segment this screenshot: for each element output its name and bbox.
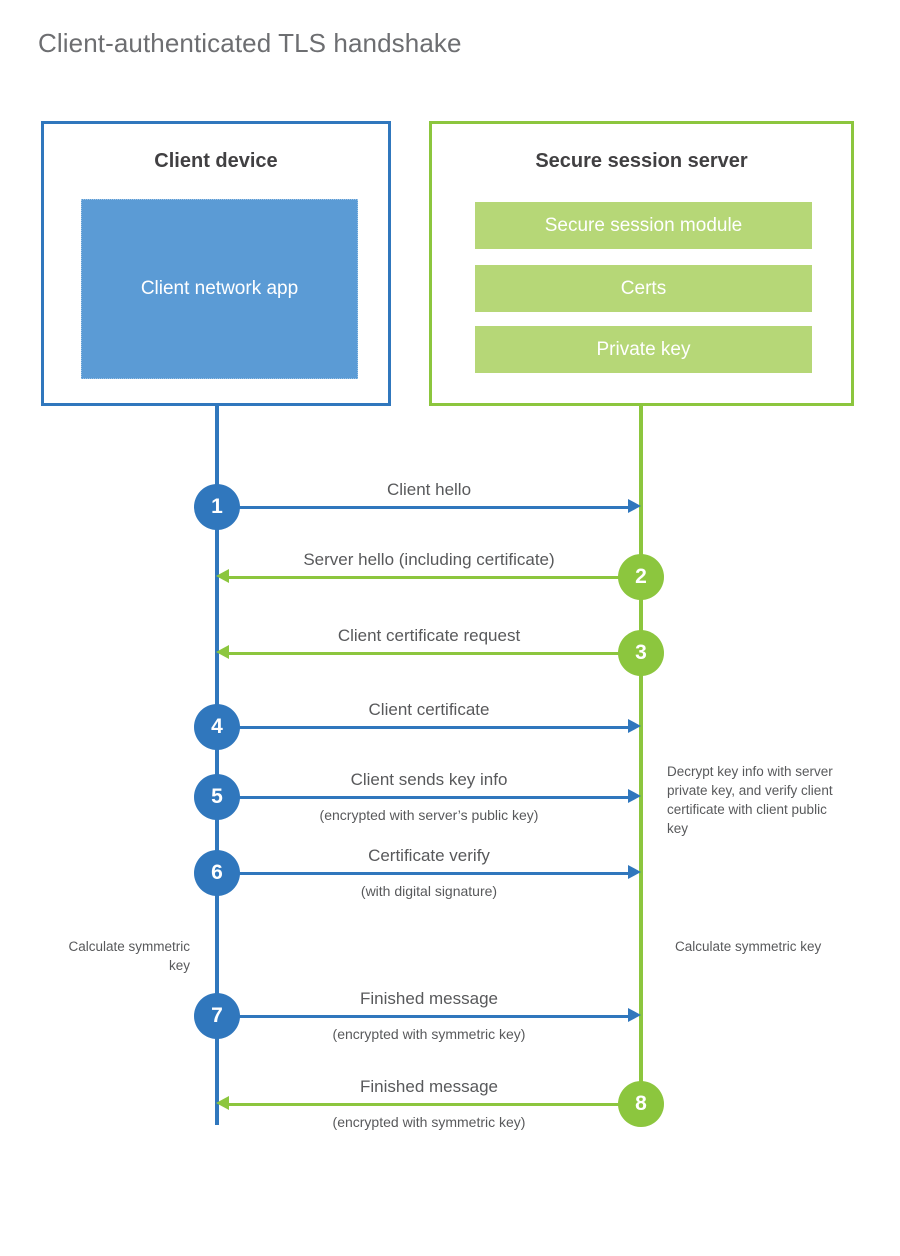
message-label-8: Finished message <box>360 1077 498 1096</box>
message-sublabel-7: (encrypted with symmetric key) <box>332 1026 526 1042</box>
message-arrow-3 <box>227 652 641 655</box>
note-client-calculate-symmetric-key: Calculate symmetric key <box>68 939 190 974</box>
step-badge-5[interactable]: 5 <box>194 774 240 820</box>
message-label-2: Server hello (including certificate) <box>303 550 555 569</box>
actor-box-secure-session-server: Secure session server Secure session mod… <box>429 121 854 406</box>
arrow-head-icon-8 <box>216 1096 229 1110</box>
message-arrow-1 <box>217 506 631 509</box>
message-sublabel-5: (encrypted with server’s public key) <box>319 807 539 823</box>
actor-box-client-device: Client device Client network app <box>41 121 391 406</box>
server-lifeline <box>639 406 643 1105</box>
message-arrow-8 <box>227 1103 641 1106</box>
arrow-head-icon-6 <box>628 865 641 879</box>
step-badge-1[interactable]: 1 <box>194 484 240 530</box>
message-arrow-4 <box>217 726 631 729</box>
client-device-title: Client device <box>154 150 278 172</box>
arrow-head-icon-5 <box>628 789 641 803</box>
note-server-decrypt: Decrypt key info with server private key… <box>667 764 833 837</box>
arrow-head-icon-1 <box>628 499 641 513</box>
arrow-head-icon-2 <box>216 569 229 583</box>
step-badge-8[interactable]: 8 <box>618 1081 664 1127</box>
message-arrow-7 <box>217 1015 631 1018</box>
client-network-app-block: Client network app <box>81 199 358 379</box>
step-badge-6[interactable]: 6 <box>194 850 240 896</box>
step-badge-3[interactable]: 3 <box>618 630 664 676</box>
server-component-certs: Certs <box>475 265 812 312</box>
step-badge-2[interactable]: 2 <box>618 554 664 600</box>
arrow-head-icon-3 <box>216 645 229 659</box>
message-label-4: Client certificate <box>368 700 490 719</box>
arrow-head-icon-4 <box>628 719 641 733</box>
arrow-head-icon-7 <box>628 1008 641 1022</box>
message-label-3: Client certificate request <box>337 626 521 645</box>
server-component-secure-session-module: Secure session module <box>475 202 812 249</box>
page-title: Client-authenticated TLS handshake <box>38 28 462 58</box>
message-arrow-5 <box>217 796 631 799</box>
message-label-1: Client hello <box>386 480 472 499</box>
step-badge-7[interactable]: 7 <box>194 993 240 1039</box>
message-sublabel-8: (encrypted with symmetric key) <box>332 1114 526 1130</box>
server-component-private-key: Private key <box>475 326 812 373</box>
message-arrow-6 <box>217 872 631 875</box>
note-server-calculate-symmetric-key: Calculate symmetric key <box>675 939 822 954</box>
message-arrow-2 <box>227 576 641 579</box>
secure-session-server-title: Secure session server <box>535 150 748 172</box>
message-label-5: Client sends key info <box>350 770 508 789</box>
step-badge-4[interactable]: 4 <box>194 704 240 750</box>
client-lifeline <box>215 406 219 1125</box>
message-label-6: Certificate verify <box>368 846 490 865</box>
message-sublabel-6: (with digital signature) <box>360 883 498 899</box>
message-label-7: Finished message <box>360 989 498 1008</box>
